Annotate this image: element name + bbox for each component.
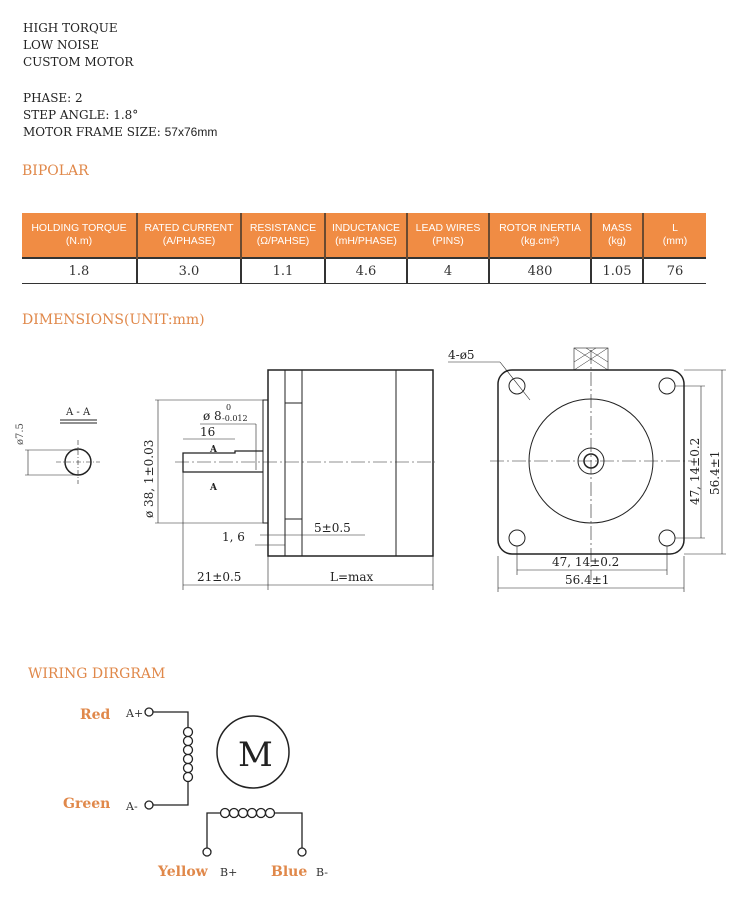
column-header: RESISTANCE(Ω/PAHSE) <box>241 213 326 258</box>
header-line: (Ω/PAHSE) <box>256 235 310 247</box>
table-cell: 1.8 <box>22 258 138 284</box>
dim-56-4-h: 56.4±1 <box>565 573 609 587</box>
bipolar-title: BIPOLAR <box>22 163 89 179</box>
frame-value: 57x76mm <box>164 125 218 139</box>
header-line: RESISTANCE <box>249 222 317 234</box>
green-label: Green <box>63 796 110 812</box>
holes-label: 4-ø5 <box>448 348 475 362</box>
dimensions-title: DIMENSIONS(UNIT:mm) <box>22 312 205 328</box>
intro-line: LOW NOISE <box>23 38 100 52</box>
header-line: (kg.cm²) <box>520 235 560 247</box>
dia-7-5: ø7.5 <box>15 423 26 445</box>
intro-line: HIGH TORQUE <box>23 21 118 35</box>
table-cell: 1.1 <box>241 258 326 284</box>
table-cell: 1.05 <box>591 258 644 284</box>
step-angle: STEP ANGLE: 1.8° <box>23 108 139 122</box>
len-16: 16 <box>200 425 215 439</box>
wiring-title: WIRING DIRGRAM <box>28 666 165 682</box>
coil-turn <box>237 807 249 819</box>
b-minus: B- <box>316 866 328 879</box>
header-line: INDUCTANCE <box>331 222 401 234</box>
header-line: L <box>672 222 678 234</box>
header-line: ROTOR INERTIA <box>499 222 581 234</box>
coil-turn <box>246 807 258 819</box>
coil-turn <box>182 771 194 783</box>
coil-turn <box>264 807 276 819</box>
table-cell: 480 <box>489 258 592 284</box>
spec-list: PHASE: 2 STEP ANGLE: 1.8° MOTOR FRAME SI… <box>23 90 217 141</box>
blue-label: Blue <box>271 864 307 880</box>
header-line: LEAD WIRES <box>415 222 481 234</box>
coil-a <box>182 726 194 783</box>
dia-8: ø 8 <box>203 409 222 423</box>
tol-upper: 0 <box>226 403 231 412</box>
coil-turn <box>182 753 194 765</box>
dim-L: L=max <box>330 570 374 584</box>
table-cell: 76 <box>643 258 706 284</box>
front-view: 4-ø5 47, 14±0.2 56.4±1 47, 14±0.2 56.4±1 <box>448 347 726 592</box>
column-header: ROTOR INERTIA(kg.cm²) <box>489 213 592 258</box>
b-plus: B+ <box>220 866 237 879</box>
section-view: A - A ø7.5 <box>15 407 100 484</box>
column-header: INDUCTANCE(mH/PHASE) <box>325 213 408 258</box>
column-header: MASS(kg) <box>591 213 644 258</box>
header-line: (A/PHASE) <box>162 235 216 247</box>
side-view: ø 8 0 -0.012 16 A A ø 38, 1±0.03 1, 6 5±… <box>142 369 435 590</box>
motor-symbol <box>216 715 290 789</box>
a-minus: A- <box>125 800 138 813</box>
coil-turn <box>182 726 194 738</box>
tol-lower: -0.012 <box>222 414 248 423</box>
coil-turn <box>182 735 194 747</box>
coil-turn <box>219 807 231 819</box>
dim-1-6: 1, 6 <box>222 530 245 544</box>
header-line: (mH/PHASE) <box>335 235 397 247</box>
coil-b <box>219 807 276 819</box>
dim-47-14-v: 47, 14±0.2 <box>688 438 702 505</box>
phase: PHASE: 2 <box>23 91 83 105</box>
header-line: (PINS) <box>432 235 464 247</box>
header-line: RATED CURRENT <box>144 222 234 234</box>
cut-mark-a: A <box>209 483 218 493</box>
motor-label: M <box>238 735 273 775</box>
header-line: (mm) <box>662 235 688 247</box>
header-line: HOLDING TORQUE <box>31 222 127 234</box>
coil-turn <box>255 807 267 819</box>
spec-table: HOLDING TORQUE(N.m)RATED CURRENT(A/PHASE… <box>22 213 706 284</box>
red-label: Red <box>80 707 111 723</box>
table-cell: 4.6 <box>325 258 408 284</box>
coil-turn <box>182 762 194 774</box>
column-header: HOLDING TORQUE(N.m) <box>22 213 138 258</box>
table-header-row: HOLDING TORQUE(N.m)RATED CURRENT(A/PHASE… <box>22 213 706 258</box>
dia-38: ø 38, 1±0.03 <box>142 440 156 518</box>
column-header: LEAD WIRES(PINS) <box>407 213 490 258</box>
frame-size: MOTOR FRAME SIZE: 57x76mm <box>23 124 217 141</box>
intro-text: HIGH TORQUE LOW NOISE CUSTOM MOTOR <box>23 20 133 71</box>
wiring-diagram: WIRING DIRGRAM Red A+ Green A- M Yellow … <box>28 666 328 880</box>
intro-line: CUSTOM MOTOR <box>23 55 134 69</box>
frame-label: MOTOR FRAME SIZE: <box>23 125 165 139</box>
table-cell: 3.0 <box>137 258 242 284</box>
dim-56-4-v: 56.4±1 <box>708 451 722 495</box>
cut-mark-a: A <box>209 445 218 455</box>
header-line: (kg) <box>607 235 627 247</box>
column-header: RATED CURRENT(A/PHASE) <box>137 213 242 258</box>
a-plus: A+ <box>125 707 143 720</box>
table-cell: 4 <box>407 258 490 284</box>
header-line: (N.m) <box>65 235 93 247</box>
column-header: L(mm) <box>643 213 706 258</box>
coil-turn <box>182 744 194 756</box>
section-label: A - A <box>65 407 91 418</box>
dim-21: 21±0.5 <box>197 570 241 584</box>
dim-5: 5±0.5 <box>314 521 351 535</box>
dim-47-14-h: 47, 14±0.2 <box>552 555 619 569</box>
header-line: MASS <box>602 222 632 234</box>
coil-turn <box>228 807 240 819</box>
yellow-label: Yellow <box>157 864 209 880</box>
